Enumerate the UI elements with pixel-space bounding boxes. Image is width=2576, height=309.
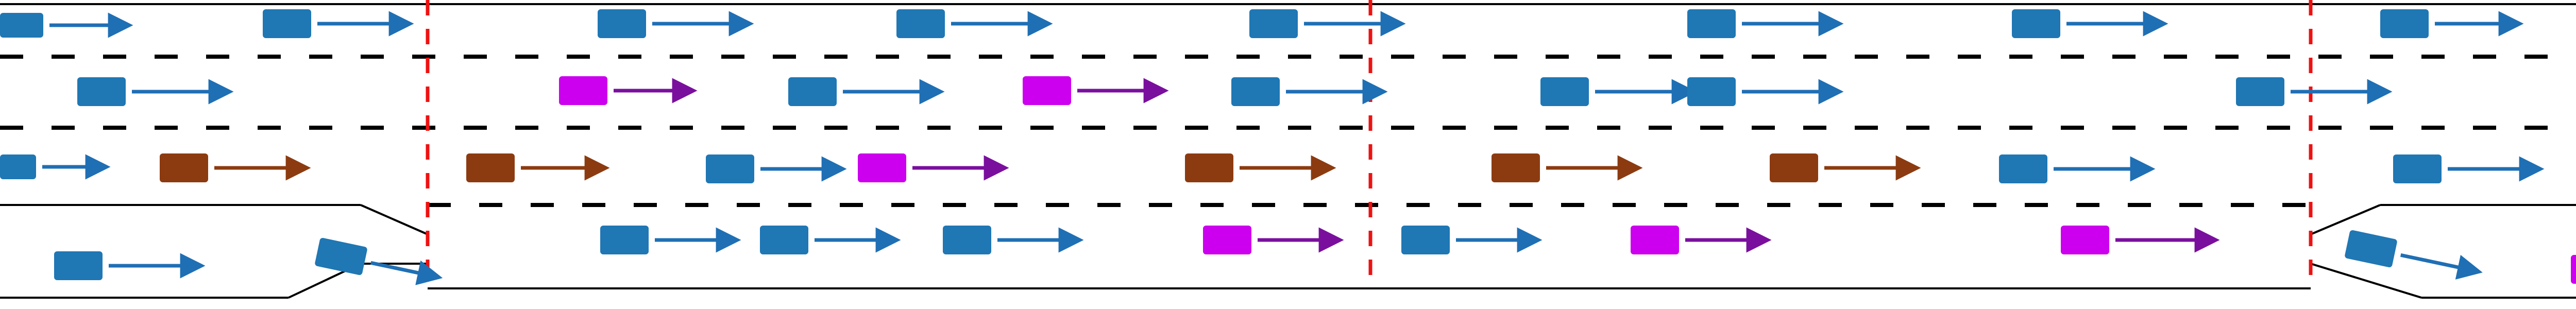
vehicle-blue — [1540, 77, 1697, 106]
vehicle-blue — [788, 77, 945, 106]
vehicle-blue — [1687, 77, 1844, 106]
vehicle-body — [1540, 77, 1589, 106]
vehicle-body — [2345, 230, 2397, 268]
vehicle-blue — [1687, 9, 1844, 38]
vehicle-blue — [760, 226, 901, 254]
vehicle-magenta — [1631, 226, 1772, 254]
vehicle-blue — [315, 237, 443, 285]
vehicle-blue — [0, 12, 133, 38]
vehicle-body — [788, 77, 837, 106]
vehicle-body — [1999, 154, 2047, 183]
on-ramp-taper — [360, 204, 428, 235]
vehicle-body — [1631, 226, 1679, 254]
off-ramp-taper-top — [2310, 204, 2381, 235]
motion-arrow-icon — [2400, 253, 2483, 280]
vehicle-body — [2393, 154, 2442, 183]
vehicle-body — [1770, 153, 1818, 182]
vehicle-blue — [2012, 9, 2168, 38]
vehicle-body — [1687, 77, 1736, 106]
vehicle-brown — [1770, 153, 1921, 182]
vehicle-blue — [1401, 226, 1543, 254]
vehicle-body — [315, 237, 367, 276]
vehicle-magenta — [2571, 255, 2576, 284]
vehicle-brown — [1492, 153, 1643, 182]
vehicle-brown — [466, 153, 610, 182]
vehicle-body — [598, 9, 646, 38]
off-ramp-taper-bottom — [2310, 263, 2422, 299]
vehicle-body — [1203, 226, 1251, 254]
vehicle-body — [77, 77, 126, 106]
vehicle-body — [0, 13, 43, 38]
vehicle-magenta — [2061, 226, 2220, 254]
vehicle-body — [0, 154, 36, 179]
vehicle-body — [559, 76, 607, 105]
vehicle-blue — [1249, 9, 1406, 38]
vehicle-blue — [1231, 77, 1388, 106]
vehicle-body — [1492, 153, 1540, 182]
vehicle-blue — [2345, 230, 2483, 280]
vehicle-blue — [2236, 77, 2393, 106]
vehicle-body — [858, 153, 906, 182]
vehicle-brown — [1185, 153, 1336, 182]
motion-arrow-icon — [370, 260, 443, 285]
vehicle-magenta — [559, 76, 698, 105]
vehicle-blue — [263, 9, 414, 38]
vehicle-body — [1401, 226, 1450, 254]
vehicle-body — [2571, 255, 2576, 284]
vehicle-magenta — [1203, 226, 1344, 254]
vehicle-blue — [706, 154, 847, 183]
vehicle-body — [2236, 77, 2284, 106]
vehicle-body — [466, 153, 515, 182]
vehicle-body — [943, 226, 991, 254]
vehicle-blue — [2380, 9, 2524, 38]
vehicle-body — [706, 154, 754, 183]
vehicle-body — [263, 9, 311, 38]
vehicle-blue — [896, 9, 1053, 38]
vehicle-blue — [0, 154, 111, 180]
vehicle-body — [1687, 9, 1736, 38]
vehicle-body — [2380, 9, 2429, 38]
vehicle-body — [1185, 153, 1233, 182]
vehicle-body — [896, 9, 945, 38]
vehicle-blue — [600, 226, 741, 254]
vehicle-blue — [2393, 154, 2545, 183]
vehicle-body — [760, 226, 808, 254]
vehicle-magenta — [1023, 76, 1169, 105]
vehicle-blue — [598, 9, 754, 38]
vehicle-layer — [0, 9, 2576, 285]
vehicle-body — [1249, 9, 1298, 38]
vehicle-body — [160, 153, 208, 182]
vehicle-body — [1231, 77, 1280, 106]
vehicle-brown — [160, 153, 311, 182]
vehicle-blue — [1999, 154, 2156, 183]
vehicle-blue — [77, 77, 234, 106]
vehicle-body — [1023, 76, 1071, 105]
vehicle-blue — [54, 251, 206, 280]
vehicle-blue — [943, 226, 1084, 254]
vehicle-body — [54, 251, 103, 280]
vehicle-magenta — [858, 153, 1009, 182]
vehicle-body — [600, 226, 649, 254]
vehicle-body — [2061, 226, 2109, 254]
vehicle-body — [2012, 9, 2060, 38]
